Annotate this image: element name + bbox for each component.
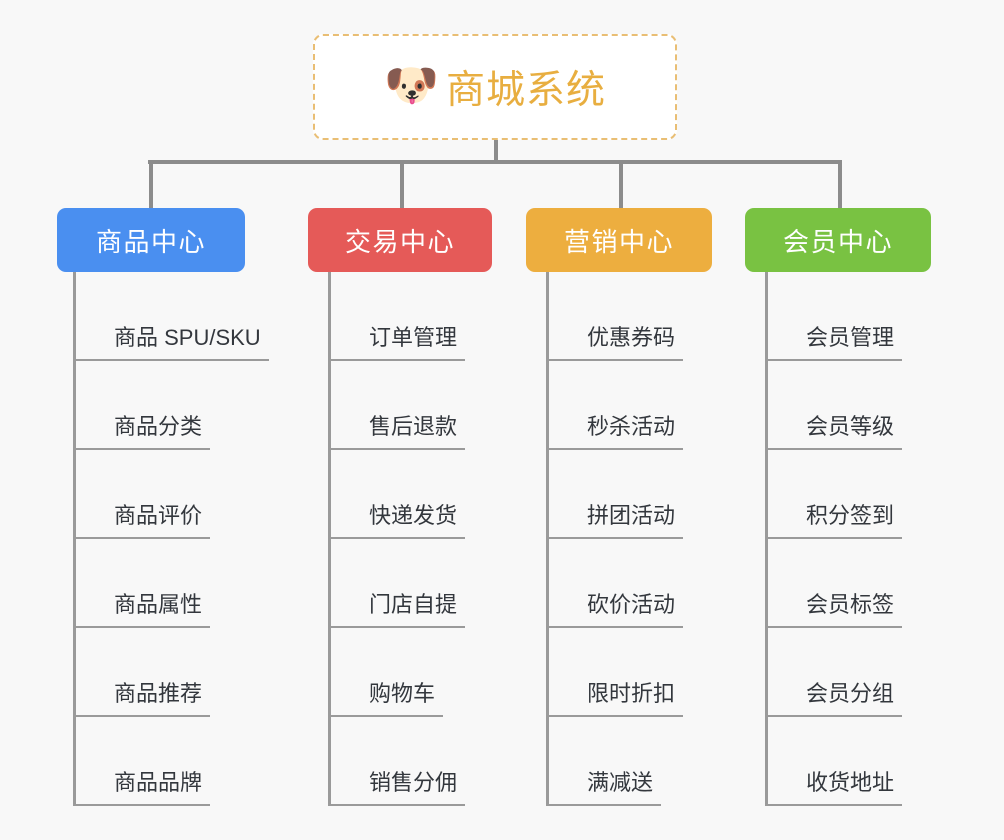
leaf-item-label: 会员管理 bbox=[765, 320, 903, 361]
leaf-list-trade-center: 订单管理售后退款快递发货门店自提购物车销售分佣 bbox=[328, 272, 492, 806]
leaf-item[interactable]: 商品推荐 bbox=[73, 628, 245, 717]
connector-spine-marketing-center bbox=[546, 272, 549, 806]
connector-drop-member-center bbox=[838, 160, 842, 208]
leaf-item-label: 销售分佣 bbox=[328, 765, 466, 806]
leaf-item-label: 快递发货 bbox=[328, 498, 466, 539]
leaf-item-label: 会员分组 bbox=[765, 676, 903, 717]
branch-column-trade-center: 交易中心订单管理售后退款快递发货门店自提购物车销售分佣 bbox=[308, 208, 492, 806]
branch-column-product-center: 商品中心商品 SPU/SKU 商品分类商品评价商品属性商品推荐商品品牌 bbox=[57, 208, 269, 806]
leaf-item-label: 商品分类 bbox=[73, 409, 211, 450]
leaf-item[interactable]: 销售分佣 bbox=[328, 717, 492, 806]
leaf-list-member-center: 会员管理会员等级积分签到会员标签会员分组收货地址 bbox=[765, 272, 931, 806]
leaf-item[interactable]: 会员分组 bbox=[765, 628, 931, 717]
leaf-item-label: 购物车 bbox=[328, 676, 444, 717]
category-header-label: 营销中心 bbox=[563, 226, 674, 257]
leaf-item-label: 砍价活动 bbox=[546, 587, 684, 628]
category-header-trade-center[interactable]: 交易中心 bbox=[308, 208, 492, 272]
leaf-item[interactable]: 商品属性 bbox=[73, 539, 245, 628]
leaf-item[interactable]: 商品分类 bbox=[73, 361, 245, 450]
category-header-product-center[interactable]: 商品中心 bbox=[57, 208, 245, 272]
root-node-title: 商城系统 bbox=[445, 69, 606, 112]
connector-spine-product-center bbox=[73, 272, 76, 806]
connector-drop-trade-center bbox=[400, 160, 404, 208]
leaf-item[interactable]: 会员管理 bbox=[765, 272, 931, 361]
connector-spine-trade-center bbox=[328, 272, 331, 806]
leaf-item-label: 商品评价 bbox=[73, 498, 211, 539]
category-header-label: 商品中心 bbox=[95, 226, 206, 257]
leaf-item-label: 门店自提 bbox=[328, 587, 466, 628]
leaf-item-label: 满减送 bbox=[546, 765, 662, 806]
category-header-label: 交易中心 bbox=[344, 226, 455, 257]
leaf-item[interactable]: 商品 SPU/SKU bbox=[73, 272, 269, 361]
leaf-item-label: 商品品牌 bbox=[73, 765, 211, 806]
leaf-item-label: 商品 SPU/SKU bbox=[73, 320, 269, 361]
connector-root-stem bbox=[494, 140, 498, 162]
category-header-label: 会员中心 bbox=[782, 226, 893, 257]
leaf-item[interactable]: 拼团活动 bbox=[546, 450, 712, 539]
leaf-list-marketing-center: 优惠券码秒杀活动拼团活动砍价活动限时折扣满减送 bbox=[546, 272, 712, 806]
leaf-item-label: 限时折扣 bbox=[546, 676, 684, 717]
connector-spine-member-center bbox=[765, 272, 768, 806]
leaf-item-label: 收货地址 bbox=[765, 765, 903, 806]
branch-column-member-center: 会员中心会员管理会员等级积分签到会员标签会员分组收货地址 bbox=[745, 208, 931, 806]
leaf-item-label: 秒杀活动 bbox=[546, 409, 684, 450]
leaf-item[interactable]: 会员标签 bbox=[765, 539, 931, 628]
leaf-list-product-center: 商品 SPU/SKU 商品分类商品评价商品属性商品推荐商品品牌 bbox=[73, 272, 269, 806]
leaf-item-label: 售后退款 bbox=[328, 409, 466, 450]
leaf-item[interactable]: 秒杀活动 bbox=[546, 361, 712, 450]
category-header-marketing-center[interactable]: 营销中心 bbox=[526, 208, 712, 272]
leaf-item[interactable]: 满减送 bbox=[546, 717, 712, 806]
leaf-item-label: 会员标签 bbox=[765, 587, 903, 628]
branch-column-marketing-center: 营销中心优惠券码秒杀活动拼团活动砍价活动限时折扣满减送 bbox=[526, 208, 712, 806]
connector-horizontal-bus bbox=[148, 160, 842, 164]
leaf-item[interactable]: 商品品牌 bbox=[73, 717, 245, 806]
leaf-item-label: 商品属性 bbox=[73, 587, 211, 628]
leaf-item-label: 订单管理 bbox=[328, 320, 466, 361]
leaf-item[interactable]: 会员等级 bbox=[765, 361, 931, 450]
leaf-item[interactable]: 收货地址 bbox=[765, 717, 931, 806]
leaf-item[interactable]: 限时折扣 bbox=[546, 628, 712, 717]
leaf-item[interactable]: 砍价活动 bbox=[546, 539, 712, 628]
leaf-item[interactable]: 积分签到 bbox=[765, 450, 931, 539]
leaf-item[interactable]: 售后退款 bbox=[328, 361, 492, 450]
leaf-item-label: 积分签到 bbox=[765, 498, 903, 539]
leaf-item-label: 优惠券码 bbox=[546, 320, 684, 361]
leaf-item[interactable]: 快递发货 bbox=[328, 450, 492, 539]
leaf-item-label: 会员等级 bbox=[765, 409, 903, 450]
leaf-item[interactable]: 订单管理 bbox=[328, 272, 492, 361]
leaf-item[interactable]: 购物车 bbox=[328, 628, 492, 717]
root-node-mall-system[interactable]: 🐶 商城系统 bbox=[313, 34, 677, 140]
leaf-item-label: 拼团活动 bbox=[546, 498, 684, 539]
category-header-member-center[interactable]: 会员中心 bbox=[745, 208, 931, 272]
shiba-dog-face-icon: 🐶 bbox=[383, 61, 439, 110]
connector-drop-product-center bbox=[149, 160, 153, 208]
connector-drop-marketing-center bbox=[619, 160, 623, 208]
leaf-item[interactable]: 优惠券码 bbox=[546, 272, 712, 361]
leaf-item[interactable]: 商品评价 bbox=[73, 450, 245, 539]
leaf-item-label: 商品推荐 bbox=[73, 676, 211, 717]
leaf-item[interactable]: 门店自提 bbox=[328, 539, 492, 628]
